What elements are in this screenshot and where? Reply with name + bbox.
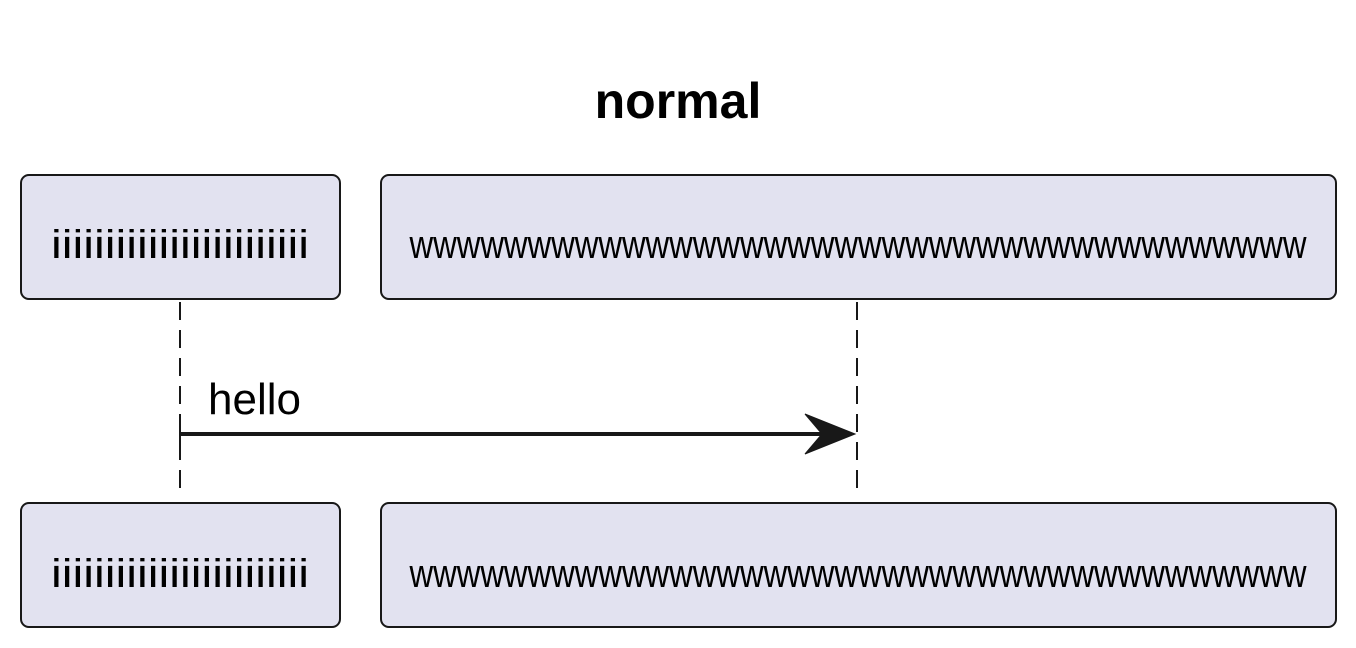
participant-2-head-label: wwwwwwwwwwwwwwwwwwwwwwwwwwwwwwwwwwwwww (409, 223, 1307, 267)
participant-2-head[interactable]: wwwwwwwwwwwwwwwwwwwwwwwwwwwwwwwwwwwwww (380, 174, 1337, 300)
participant-2-foot-box (380, 502, 1337, 628)
participant-2-head-box (380, 174, 1337, 300)
participant-1-foot[interactable]: iiiiiiiiiiiiiiiiiiiiiiii (20, 502, 341, 628)
message-label: hello (208, 375, 301, 424)
participant-1-foot-box (20, 502, 341, 628)
diagram-title: normal (595, 73, 762, 129)
message-hello[interactable]: hello (179, 375, 857, 455)
participant-2-foot-label: wwwwwwwwwwwwwwwwwwwwwwwwwwwwwwwwwwwwww (409, 552, 1307, 596)
participant-1-head-box (20, 174, 341, 300)
participant-1-head-label: iiiiiiiiiiiiiiiiiiiiiiii (51, 223, 309, 267)
message-arrowhead-icon (804, 413, 857, 455)
participant-1-foot-label: iiiiiiiiiiiiiiiiiiiiiiii (51, 552, 309, 596)
participant-1-head[interactable]: iiiiiiiiiiiiiiiiiiiiiiii (20, 174, 341, 300)
participant-2-foot[interactable]: wwwwwwwwwwwwwwwwwwwwwwwwwwwwwwwwwwwwww (380, 502, 1337, 628)
